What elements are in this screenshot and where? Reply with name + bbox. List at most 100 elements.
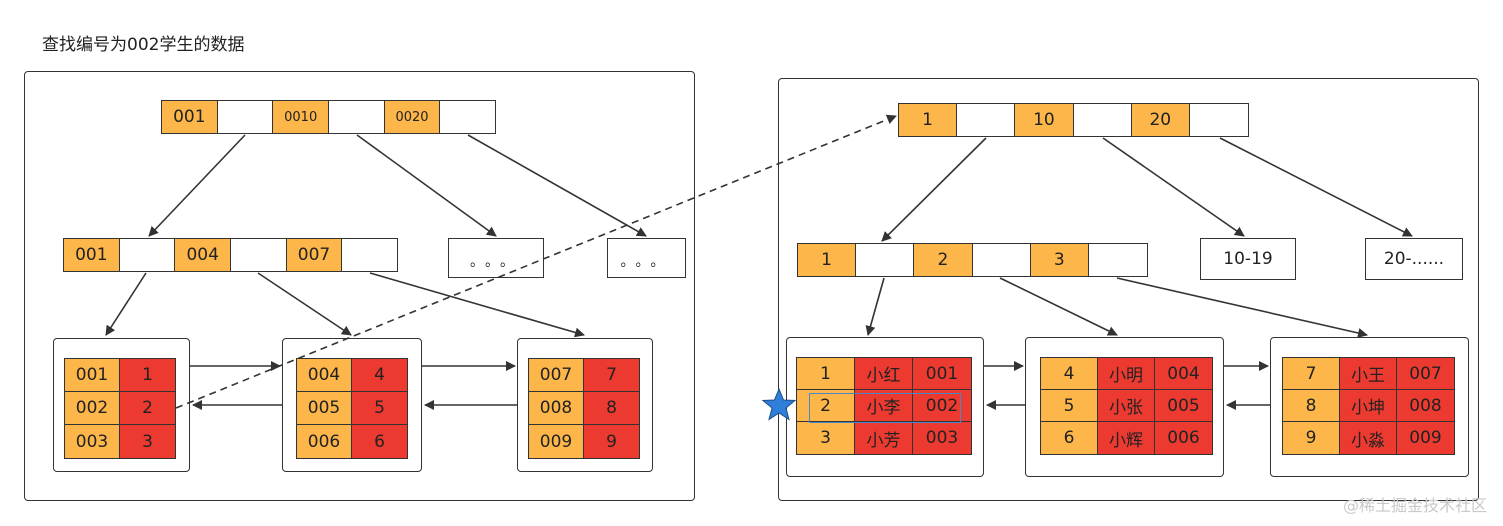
- right-root-to-range-1-arrow: [1102, 137, 1245, 237]
- left-root-key-1: 001: [162, 101, 218, 133]
- left-root-pointer-1: [217, 101, 274, 133]
- right-leaf-table-1: 1 小红 001 2 小李 002 3 小芳 003: [796, 357, 972, 455]
- table-row: 002 2: [65, 392, 175, 425]
- left-leaf-2-value: 5: [352, 392, 407, 425]
- right-root-key-2: 10: [1015, 104, 1074, 136]
- right-leaf-1-id: 1: [797, 358, 855, 390]
- table-row: 6 小辉 006: [1041, 422, 1212, 454]
- table-row: 009 9: [529, 425, 639, 458]
- left-root-node: 001 0010 0020: [161, 100, 496, 134]
- table-row: 006 6: [297, 425, 407, 458]
- right-leaf-1-name: 小李: [855, 390, 913, 422]
- matched-row-highlight: [809, 393, 961, 423]
- right-range-node-10-19: 10-19: [1200, 238, 1296, 280]
- right-leaf-2-id: 4: [1041, 358, 1098, 390]
- left-leaf-1-value: 2: [120, 392, 175, 425]
- right-leaf-2-number: 005: [1155, 390, 1212, 422]
- right-leaf-1-number: 002: [913, 390, 971, 422]
- left-leaf-table-2: 004 4 005 5 006 6: [296, 358, 408, 459]
- left-leaf-3-key: 007: [529, 359, 584, 392]
- diagram-title: 查找编号为002学生的数据: [42, 35, 245, 55]
- left-root-to-ellipsis-1-arrow: [356, 134, 497, 237]
- left-leaf-table-3: 007 7 008 8 009 9: [528, 358, 640, 459]
- table-row: 4 小明 004: [1041, 358, 1212, 390]
- left-internal-key-2: 004: [175, 239, 232, 271]
- right-root-pointer-2: [1073, 104, 1132, 136]
- right-leaf-table-3: 7 小王 007 8 小坤 008 9 小淼 009: [1282, 357, 1455, 455]
- right-leaf-3-number: 007: [1397, 358, 1454, 390]
- left-root-to-ellipsis-2-arrow: [467, 134, 647, 237]
- left-internal-to-leaf-2-arrow: [257, 272, 352, 336]
- left-leaf-1-key: 001: [65, 359, 120, 392]
- right-leaf-3-id: 7: [1283, 358, 1340, 390]
- right-internal-key-2: 2: [914, 244, 973, 276]
- left-ellipsis-node-1: 。。。: [448, 238, 544, 278]
- left-leaf-2-key: 005: [297, 392, 352, 425]
- right-leaf-2-number: 006: [1155, 422, 1212, 454]
- right-leaf-1-number: 003: [913, 422, 971, 454]
- left-root-key-2: 0010: [273, 101, 330, 133]
- left-leaf-3-value: 7: [584, 359, 639, 392]
- left-leaf-1-value: 3: [120, 425, 175, 458]
- left-internal-to-leaf-3-arrow: [369, 272, 585, 338]
- left-internal-to-leaf-1-arrow: [105, 272, 147, 336]
- right-leaf-1-name: 小红: [855, 358, 913, 390]
- right-leaf-1-id: 3: [797, 422, 855, 454]
- right-internal-key-3: 3: [1030, 244, 1089, 276]
- right-internal-pointer-3: [1088, 244, 1148, 276]
- left-leaf-table-1: 001 1 002 2 003 3: [64, 358, 176, 459]
- right-leaf-3-number: 008: [1397, 390, 1454, 422]
- right-internal-pointer-2: [972, 244, 1031, 276]
- table-row: 9 小淼 009: [1283, 422, 1454, 454]
- left-leaf-2-value: 6: [352, 425, 407, 458]
- right-leaf-3-name: 小坤: [1340, 390, 1397, 422]
- left-leaf-2-key: 006: [297, 425, 352, 458]
- table-row: 1 小红 001: [797, 358, 971, 390]
- right-leaf-3-name: 小王: [1340, 358, 1397, 390]
- right-leaf-1-name: 小芳: [855, 422, 913, 454]
- right-leaf-3-name: 小淼: [1340, 422, 1397, 454]
- table-row: 005 5: [297, 392, 407, 425]
- right-leaf-2-id: 5: [1041, 390, 1098, 422]
- right-root-to-range-2-arrow: [1219, 137, 1413, 237]
- right-internal-pointer-1: [856, 244, 915, 276]
- table-row: 007 7: [529, 359, 639, 392]
- left-leaf-3-key: 008: [529, 392, 584, 425]
- right-leaf-table-2: 4 小明 004 5 小张 005 6 小辉 006: [1040, 357, 1213, 455]
- right-root-key-1: 1: [899, 104, 958, 136]
- right-internal-to-leaf-2-arrow: [999, 277, 1118, 336]
- right-internal-to-leaf-3-arrow: [1116, 277, 1368, 338]
- left-internal-key-3: 007: [286, 239, 343, 271]
- left-internal-pointer-2: [231, 239, 287, 271]
- right-leaf-2-id: 6: [1041, 422, 1098, 454]
- right-range-node-20: 20-......: [1365, 238, 1463, 280]
- left-root-pointer-2: [329, 101, 385, 133]
- right-leaf-1-id: 2: [797, 390, 855, 422]
- left-leaf-1-key: 003: [65, 425, 120, 458]
- table-row: 8 小坤 008: [1283, 390, 1454, 422]
- left-leaf-3-value: 8: [584, 392, 639, 425]
- right-leaf-2-name: 小张: [1098, 390, 1155, 422]
- right-leaf-2-name: 小明: [1098, 358, 1155, 390]
- left-internal-pointer-3: [342, 239, 398, 271]
- left-ellipsis-node-2: 。。。: [607, 238, 686, 278]
- right-root-pointer-1: [957, 104, 1016, 136]
- left-internal-key-1: 001: [64, 239, 120, 271]
- star-icon: [761, 387, 797, 421]
- right-leaf-2-name: 小辉: [1098, 422, 1155, 454]
- left-root-pointer-3: [440, 101, 496, 133]
- left-root-key-3: 0020: [384, 101, 441, 133]
- right-internal-node: 1 2 3: [797, 243, 1148, 277]
- left-internal-pointer-1: [119, 239, 176, 271]
- table-row: 003 3: [65, 425, 175, 458]
- left-leaf-1-value: 1: [120, 359, 175, 392]
- table-row: 001 1: [65, 359, 175, 392]
- left-root-to-internal-arrow: [148, 134, 246, 237]
- right-root-node: 1 10 20: [898, 103, 1249, 137]
- table-row: 7 小王 007: [1283, 358, 1454, 390]
- left-internal-node: 001 004 007: [63, 238, 398, 272]
- table-row: 3 小芳 003: [797, 422, 971, 454]
- table-row: 2 小李 002: [797, 390, 971, 422]
- dashed-lookup-arrow: [175, 114, 897, 409]
